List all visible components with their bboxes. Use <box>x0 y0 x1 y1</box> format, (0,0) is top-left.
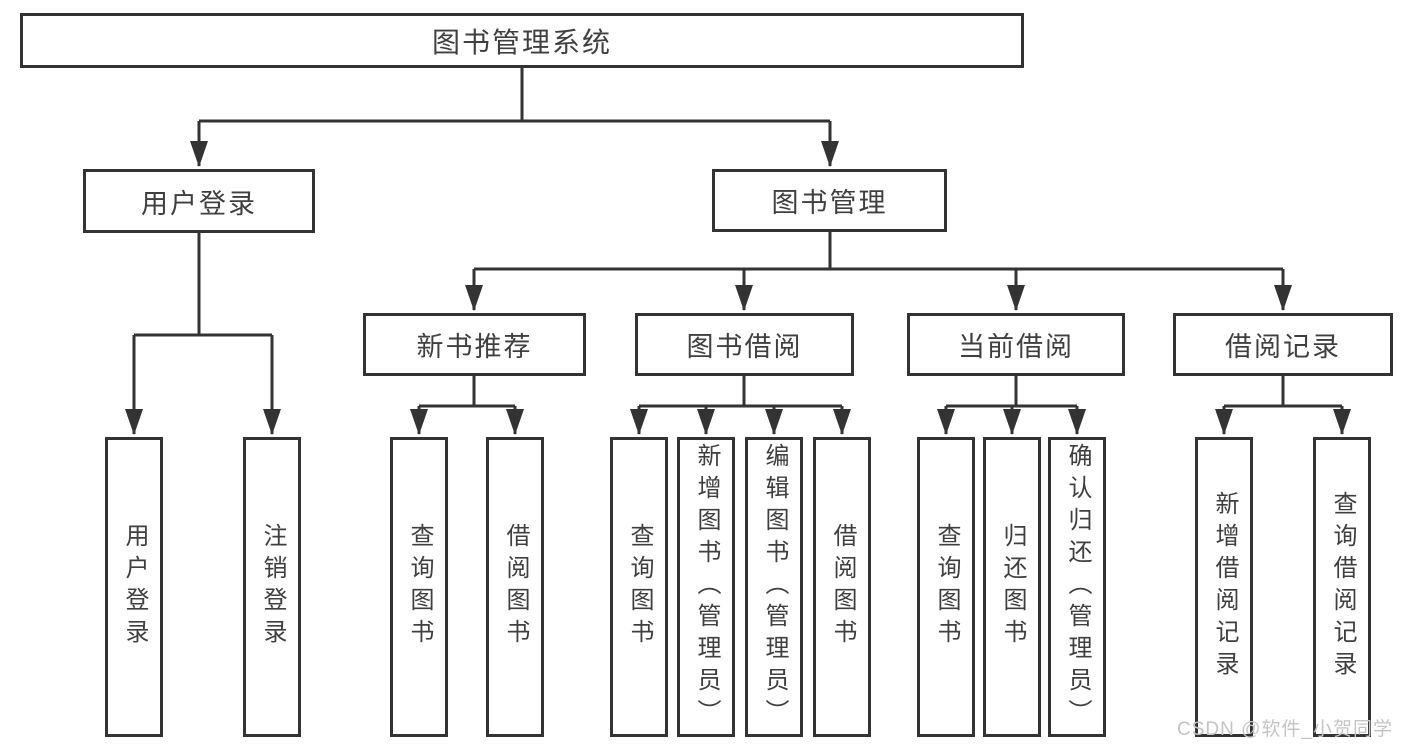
leaf-query-books-current: 查询图书 <box>917 437 975 737</box>
leaf-query-books-recommend-label: 查询图书 <box>406 523 433 651</box>
node-book-management-label: 图书管理 <box>771 188 888 218</box>
leaf-query-borrow-record: 查询借阅记录 <box>1313 437 1371 737</box>
node-current-borrowing-label: 当前借阅 <box>958 332 1074 362</box>
leaf-add-book-admin-label: 新增图书（管理员） <box>693 443 720 731</box>
leaf-return-books-label: 归还图书 <box>999 523 1026 651</box>
leaf-query-books-borrowing-label: 查询图书 <box>626 523 653 651</box>
leaf-add-book-admin: 新增图书（管理员） <box>677 437 735 737</box>
leaf-query-books-current-label: 查询图书 <box>933 523 960 651</box>
node-library-system-label: 图书管理系统 <box>431 26 612 58</box>
node-current-borrowing: 当前借阅 <box>907 313 1125 376</box>
leaf-add-borrow-record-label: 新增借阅记录 <box>1211 491 1238 683</box>
leaf-borrow-books-borrowing: 借阅图书 <box>813 437 871 737</box>
node-borrowing-records: 借阅记录 <box>1173 313 1393 376</box>
leaf-add-borrow-record: 新增借阅记录 <box>1195 437 1253 737</box>
watermark: CSDN @软件_小贺同学 <box>1177 719 1393 740</box>
node-book-borrowing-label: 图书借阅 <box>686 332 803 362</box>
node-book-borrowing: 图书借阅 <box>635 313 854 376</box>
leaf-borrow-books-recommend: 借阅图书 <box>486 437 544 737</box>
leaf-confirm-return-admin: 确认归还（管理员） <box>1048 437 1106 737</box>
leaf-logout-label: 注销登录 <box>259 523 286 651</box>
leaf-edit-book-admin-label: 编辑图书（管理员） <box>761 443 788 731</box>
node-new-book-recommendation-label: 新书推荐 <box>416 332 533 362</box>
node-user-login: 用户登录 <box>83 169 315 233</box>
leaf-borrow-books-recommend-label: 借阅图书 <box>502 523 529 651</box>
leaf-user-login-label: 用户登录 <box>121 523 148 651</box>
leaf-query-borrow-record-label: 查询借阅记录 <box>1329 491 1356 683</box>
leaf-logout: 注销登录 <box>243 437 301 737</box>
leaf-query-books-borrowing: 查询图书 <box>610 437 668 737</box>
node-borrowing-records-label: 借阅记录 <box>1225 332 1341 362</box>
node-new-book-recommendation: 新书推荐 <box>363 313 586 376</box>
node-library-system: 图书管理系统 <box>20 13 1024 68</box>
leaf-borrow-books-borrowing-label: 借阅图书 <box>829 523 856 651</box>
node-user-login-label: 用户登录 <box>141 188 257 219</box>
leaf-user-login: 用户登录 <box>105 437 163 737</box>
leaf-return-books: 归还图书 <box>983 437 1041 737</box>
leaf-confirm-return-admin-label: 确认归还（管理员） <box>1064 443 1091 731</box>
node-book-management: 图书管理 <box>712 169 947 232</box>
leaf-edit-book-admin: 编辑图书（管理员） <box>745 437 803 737</box>
leaf-query-books-recommend: 查询图书 <box>390 437 448 737</box>
